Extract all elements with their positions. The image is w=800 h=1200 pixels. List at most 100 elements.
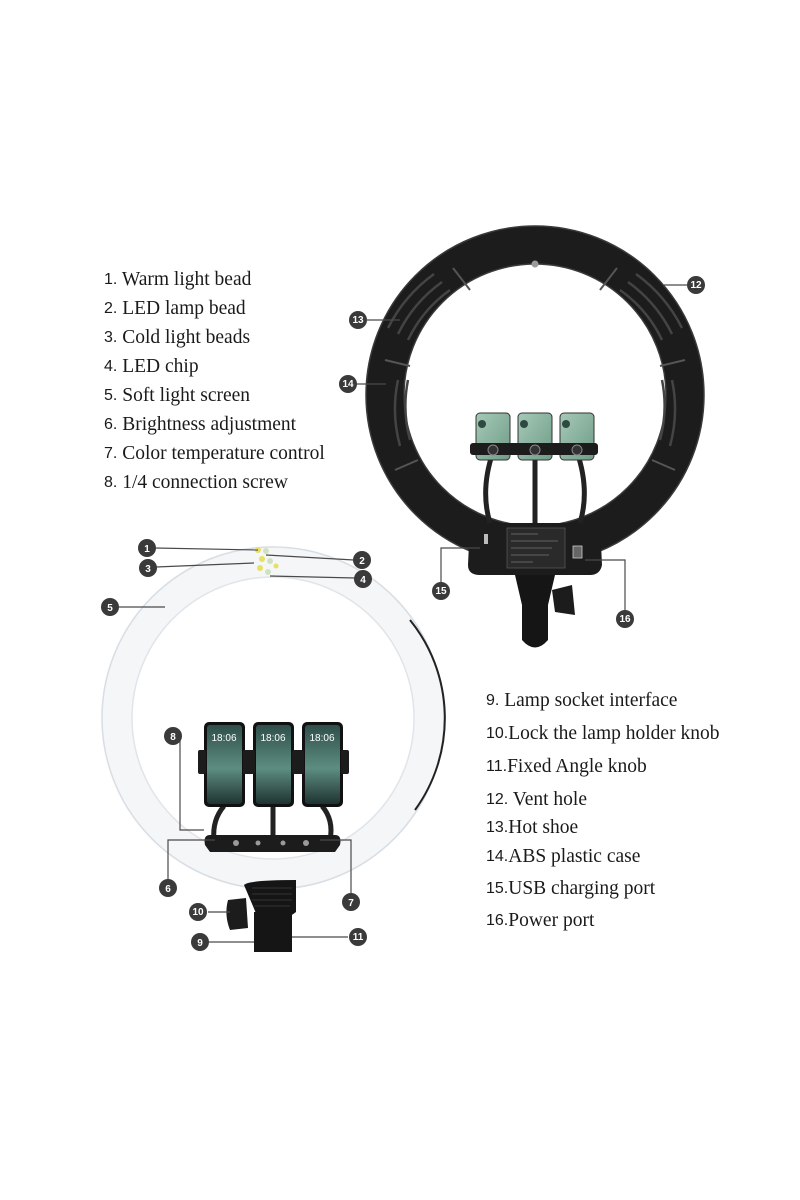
control-buttons: [233, 840, 309, 846]
legend-number: 14.: [486, 848, 509, 865]
power-port-dark: [572, 545, 583, 559]
legend-number: 10.: [486, 725, 509, 742]
ring-shadow-arc: [409, 619, 446, 811]
legend-item-14: 14.ABS plastic case: [486, 845, 640, 869]
callout-1: 1: [138, 539, 156, 557]
legend-item-16: 16.Power port: [486, 909, 594, 933]
phone-time-1: 18:06: [211, 733, 236, 744]
legend-number: 5.: [104, 387, 118, 404]
white-control-bar: [204, 835, 341, 852]
legend-number: 2.: [104, 300, 118, 317]
white-phone-holders: 18:06 18:06 18:06: [198, 722, 349, 841]
svg-text:15: 15: [435, 586, 447, 597]
svg-text:14: 14: [342, 379, 354, 390]
svg-text:6: 6: [165, 884, 171, 895]
legend-item-12: 12. Vent hole: [486, 788, 587, 812]
dark-ring-light: [365, 225, 705, 648]
legend-number: 8.: [104, 474, 118, 491]
stand-ridges: [252, 887, 292, 907]
callout-2: 2: [353, 551, 371, 569]
legend-number: 3.: [104, 329, 118, 346]
legend-label: Brightness adjustment: [122, 414, 297, 435]
svg-text:1: 1: [144, 544, 150, 555]
legend-number: 6.: [104, 416, 118, 433]
ring-glow: [98, 543, 448, 893]
spec-label-lines: [511, 533, 558, 563]
svg-text:11: 11: [353, 932, 364, 943]
legend-label: Warm light bead: [121, 269, 252, 290]
callout-4: 4: [354, 570, 372, 588]
callout-16: 16: [616, 610, 634, 628]
callout-10: 10: [189, 903, 207, 921]
legend-item-11: 11.Fixed Angle knob: [486, 755, 647, 779]
svg-text:4: 4: [360, 575, 366, 586]
white-ring-light: 18:06 18:06 18:06: [98, 543, 448, 952]
legend-item-7: 7. Color temperature control: [104, 442, 325, 466]
legend-label: LED chip: [122, 356, 199, 377]
svg-text:12: 12: [690, 280, 702, 291]
svg-text:7: 7: [348, 898, 354, 909]
legend-number: 9.: [486, 692, 500, 709]
legend-number: 13.: [486, 819, 509, 836]
legend-number: 4.: [104, 358, 118, 375]
callout-7: 7: [342, 893, 360, 911]
legend-label: Fixed Angle knob: [507, 756, 647, 777]
svg-text:5: 5: [107, 603, 113, 614]
legend-label: Lamp socket interface: [504, 690, 678, 711]
phone-time-2: 18:06: [260, 733, 285, 744]
svg-text:13: 13: [352, 315, 364, 326]
white-ring-inner-edge: [131, 576, 415, 860]
callout-14: 14: [339, 375, 357, 393]
legend-label: Power port: [508, 910, 595, 931]
lamp-holder-knob: [226, 898, 248, 930]
legend-item-10: 10.Lock the lamp holder knob: [486, 722, 719, 746]
white-stand-pole: [254, 912, 292, 952]
legend-label: Hot shoe: [508, 817, 579, 838]
svg-text:10: 10: [192, 907, 204, 918]
legend-label: Cold light beads: [122, 327, 251, 348]
legend-right: 9. Lamp socket interface 10.Lock the lam…: [486, 689, 786, 931]
legend-label: Soft light screen: [122, 385, 251, 406]
callout-15: 15: [432, 582, 450, 600]
legend-number: 16.: [486, 912, 509, 929]
svg-text:9: 9: [197, 938, 203, 949]
callout-6: 6: [159, 879, 177, 897]
legend-number: 1.: [104, 271, 118, 288]
svg-text:2: 2: [359, 556, 365, 567]
callout-5: 5: [101, 598, 119, 616]
usb-port-dark: [484, 534, 488, 544]
legend-label: Color temperature control: [122, 443, 325, 464]
white-ring-body: [102, 547, 444, 889]
svg-text:16: 16: [619, 614, 631, 625]
legend-left: 1. Warm light bead 2. LED lamp bead 3. C…: [104, 268, 404, 498]
legend-number: 12.: [486, 791, 509, 808]
legend-number: 7.: [104, 445, 118, 462]
legend-label: LED lamp bead: [122, 298, 246, 319]
legend-item-4: 4. LED chip: [104, 355, 199, 379]
vent-slots: [386, 272, 684, 447]
legend-item-2: 2. LED lamp bead: [104, 297, 246, 321]
legend-label: 1/4 connection screw: [122, 472, 288, 493]
legend-item-3: 3. Cold light beads: [104, 326, 250, 350]
legend-item-5: 5. Soft light screen: [104, 384, 250, 408]
callout-11: 11: [349, 928, 367, 946]
legend-item-8: 8. 1/4 connection screw: [104, 471, 288, 495]
callout-9: 9: [191, 933, 209, 951]
dark-phone-holders: [470, 412, 598, 524]
svg-text:3: 3: [145, 564, 151, 575]
dark-knob: [552, 585, 575, 615]
callout-12: 12: [687, 276, 705, 294]
led-bead-cluster: [255, 547, 279, 575]
ring-segment-lines: [384, 267, 686, 471]
legend-number: 11.: [486, 758, 508, 775]
callout-13: 13: [349, 311, 367, 329]
hot-shoe-dot: [531, 260, 539, 268]
callout-8: 8: [164, 727, 182, 745]
callout-3: 3: [139, 559, 157, 577]
dark-stand: [515, 575, 555, 648]
leader-lines: [118, 284, 687, 943]
legend-item-13: 13.Hot shoe: [486, 816, 578, 840]
phone-time-3: 18:06: [309, 733, 334, 744]
legend-label: Vent hole: [512, 789, 587, 810]
